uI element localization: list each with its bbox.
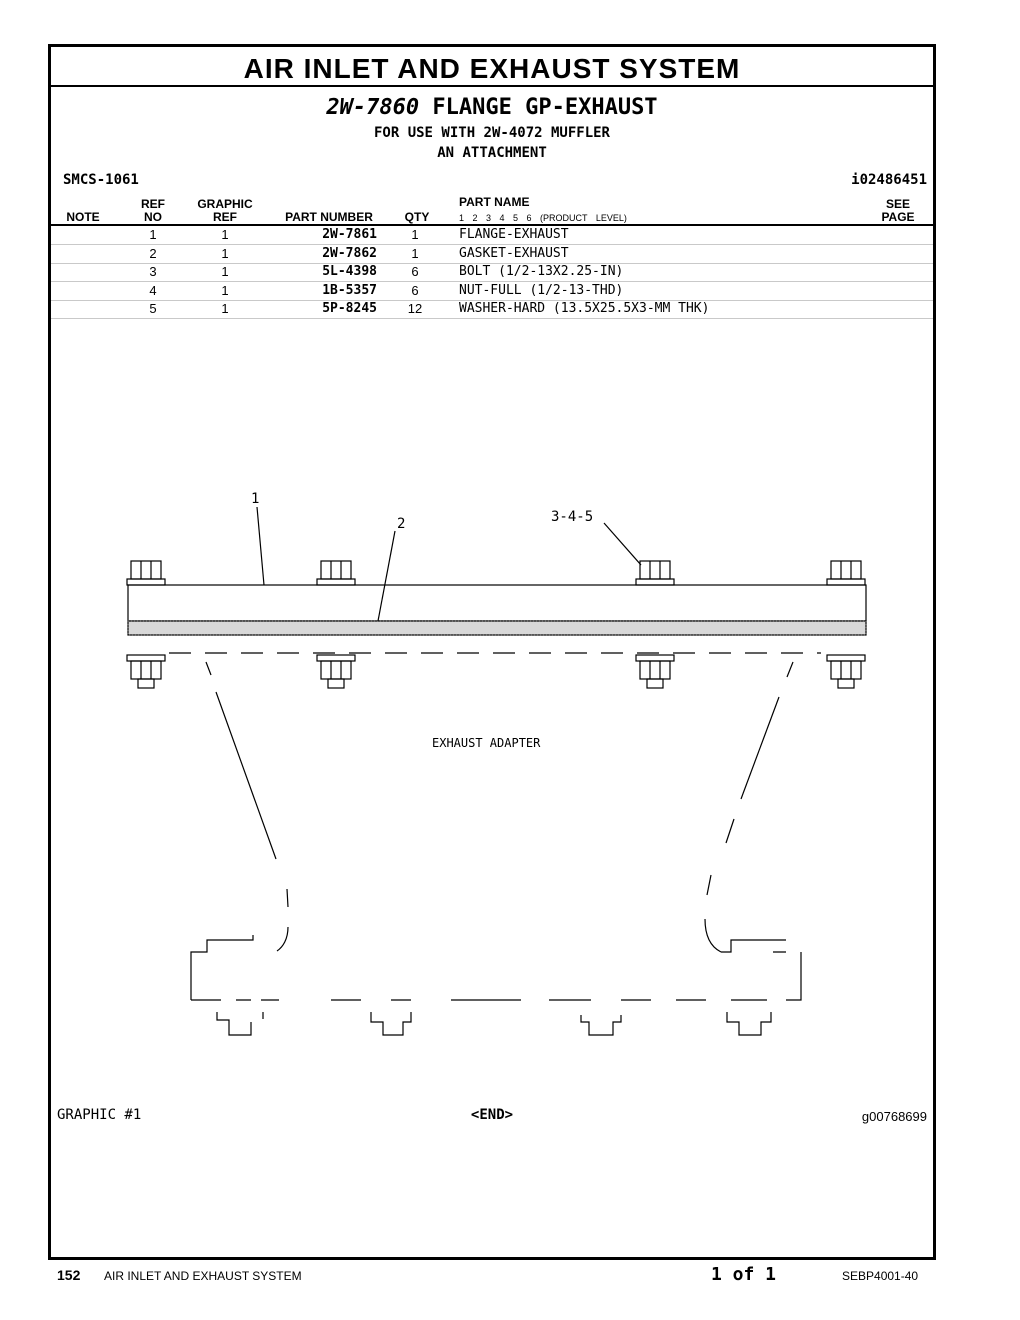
callout-345-label: 3-4-5	[551, 509, 593, 525]
part-name-cell: NUT-FULL (1/2-13-THD)	[459, 282, 624, 298]
smcs-code: SMCS-1061	[63, 172, 139, 188]
col-header-part-number: PART NUMBER	[285, 210, 373, 224]
flange-body	[127, 584, 867, 622]
graphic-ref-cell: 1	[221, 245, 229, 261]
gasket-strip	[127, 620, 867, 636]
exhaust-adapter-outline	[190, 661, 802, 1036]
quantity-cell: 1	[411, 245, 419, 261]
footer-page-of: 1 of 1	[711, 1264, 777, 1285]
quantity-cell: 6	[411, 282, 419, 298]
footer-section: AIR INLET AND EXHAUST SYSTEM	[104, 1269, 302, 1283]
graphic-ref-cell: 1	[221, 301, 229, 316]
part-number-cell: 5P-8245	[322, 301, 377, 316]
callout-2-label: 2	[397, 516, 405, 532]
graphic-ref-cell: 1	[221, 282, 229, 298]
col-header-graphic-bottom: REF	[213, 210, 237, 224]
part-number-cell: 5L-4398	[322, 264, 377, 279]
system-title: AIR INLET AND EXHAUST SYSTEM	[243, 53, 741, 84]
title-divider	[51, 85, 933, 87]
part-number-cell: 2W-7861	[322, 227, 377, 242]
adapter-foot-2	[370, 1012, 412, 1036]
gasket-texture	[127, 620, 867, 636]
part-name-cell: WASHER-HARD (13.5X25.5X3-MM THK)	[459, 301, 710, 316]
adapter-right-curve	[704, 918, 722, 953]
adapter-right-edge-1	[786, 661, 794, 678]
graphic-id: g00768699	[861, 1109, 927, 1124]
group-part-number: 2W-7860	[326, 95, 420, 120]
graphic-ref-cell: 1	[221, 227, 229, 242]
table-header-divider	[51, 224, 933, 226]
callout-2-leader	[377, 530, 396, 622]
quantity-cell: 1	[411, 227, 419, 242]
col-header-part-name: PART NAME	[459, 195, 530, 209]
adapter-right-edge-4	[706, 874, 712, 896]
col-header-see-top: SEE	[885, 197, 910, 211]
adapter-right-edge-2	[740, 696, 780, 800]
ref-no-cell: 3	[149, 264, 157, 279]
adapter-foot-4	[726, 1012, 772, 1036]
group-title: 2W-7860 FLANGE GP-EXHAUST	[51, 95, 933, 120]
col-header-graphic-top: GRAPHIC	[197, 197, 253, 211]
table-row: 4 1 1B-5357 6 NUT-FULL (1/2-13-THD)	[51, 282, 933, 301]
footer-page-number: 152	[57, 1267, 81, 1283]
bolt-assembly-4	[826, 560, 866, 689]
quantity-cell: 6	[411, 264, 419, 279]
bolt-assembly-2	[316, 560, 356, 689]
table-row: 2 1 2W-7862 1 GASKET-EXHAUST	[51, 245, 933, 264]
ref-no-cell: 4	[149, 282, 157, 298]
table-row: 3 1 5L-4398 6 BOLT (1/2-13X2.25-IN)	[51, 263, 933, 282]
adapter-foot-3	[580, 1015, 622, 1036]
graphic-ref-cell: 1	[221, 264, 229, 279]
col-header-ref-top: REF	[141, 197, 165, 211]
footer-document: SEBP4001-40	[842, 1269, 919, 1283]
callout-1-leader	[256, 506, 265, 586]
part-number-cell: 2W-7862	[322, 245, 377, 261]
table-row: 5 1 5P-8245 12 WASHER-HARD (13.5X25.5X3-MM T…	[51, 300, 933, 319]
adapter-left-edge-2	[215, 691, 277, 860]
adapter-right-wall	[786, 952, 802, 1001]
adapter-foot-1	[216, 1012, 264, 1036]
bolt-assembly-3	[635, 560, 675, 689]
adapter-left-curve	[276, 888, 289, 952]
product-level-header: 1 2 3 4 5 6 (PRODUCT LEVEL)	[459, 213, 627, 223]
table-row: 1 1 2W-7861 1 FLANGE-EXHAUST	[51, 226, 933, 245]
adapter-left-edge-1	[205, 661, 212, 676]
page-frame: AIR INLET AND EXHAUST SYSTEM 2W-7860 FLA…	[48, 44, 936, 1260]
adapter-right-step	[721, 939, 786, 953]
part-name-cell: GASKET-EXHAUST	[459, 245, 569, 261]
ref-no-cell: 2	[149, 245, 157, 261]
part-number-cell: 1B-5357	[322, 282, 377, 298]
end-marker: <END>	[470, 1107, 514, 1123]
graphic-label: GRAPHIC #1	[57, 1107, 142, 1123]
part-name-cell: FLANGE-EXHAUST	[459, 227, 569, 242]
adapter-left-step	[190, 935, 254, 1000]
callout-1-label: 1	[251, 491, 259, 507]
ref-no-cell: 1	[149, 227, 157, 242]
ref-no-cell: 5	[149, 301, 157, 316]
col-header-qty: QTY	[404, 210, 430, 224]
col-header-note: NOTE	[66, 210, 100, 224]
usage-line-2: AN ATTACHMENT	[437, 145, 547, 161]
exploded-drawing: 1 2 3-4-5 EXHAUST ADAPTER	[126, 491, 867, 1036]
col-header-see-bottom: PAGE	[881, 210, 915, 224]
adapter-right-edge-3	[725, 818, 735, 844]
callout-345-leader	[603, 522, 642, 566]
group-part-title: FLANGE GP-EXHAUST	[419, 95, 658, 120]
document-id: i02486451	[851, 172, 927, 188]
exhaust-adapter-label: EXHAUST ADAPTER	[432, 736, 541, 750]
bolt-assembly-1	[126, 560, 166, 689]
quantity-cell: 12	[407, 301, 423, 316]
part-name-cell: BOLT (1/2-13X2.25-IN)	[459, 264, 624, 279]
col-header-ref-bottom: NO	[144, 210, 162, 224]
usage-line-1: FOR USE WITH 2W-4072 MUFFLER	[373, 125, 610, 141]
